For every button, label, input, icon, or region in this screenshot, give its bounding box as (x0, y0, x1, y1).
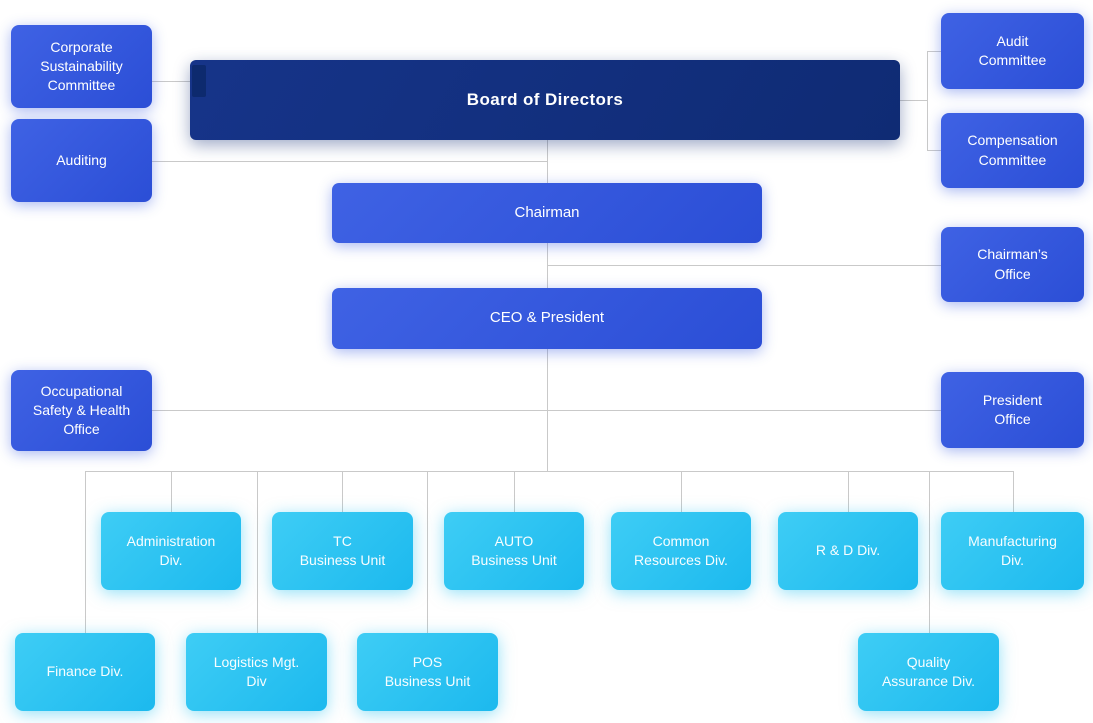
connector-division-bus (85, 471, 1013, 472)
node-manufacturing-div: Manufacturing Div. (941, 512, 1084, 590)
drop-pos-business-unit (427, 471, 428, 633)
node-auto-business-unit: AUTO Business Unit (444, 512, 584, 590)
node-president-office-label: President Office (982, 391, 1043, 427)
node-rd-div-label: R & D Div. (815, 542, 881, 559)
drop-manufacturing-div (1013, 471, 1014, 512)
drop-rd-div (848, 471, 849, 512)
connector-audit-committee-stub (927, 51, 941, 52)
connector-compensation-stub (927, 150, 941, 151)
node-compensation-committee: Compensation Committee (941, 113, 1084, 188)
node-occupational-safety-health-office-label: Occupational Safety & Health Office (32, 382, 131, 438)
drop-auto-business-unit (514, 471, 515, 512)
node-manufacturing-div-label: Manufacturing Div. (968, 532, 1057, 568)
drop-administration-div (171, 471, 172, 512)
node-board-of-directors-label: Board of Directors (466, 90, 624, 110)
node-quality-assurance-div: Quality Assurance Div. (858, 633, 999, 711)
node-pos-business-unit: POS Business Unit (357, 633, 498, 711)
drop-tc-business-unit (342, 471, 343, 512)
drop-finance-div (85, 471, 86, 633)
node-auditing: Auditing (11, 119, 152, 202)
node-tc-business-unit: TC Business Unit (272, 512, 413, 590)
node-finance-div-label: Finance Div. (46, 663, 124, 680)
node-chairmans-office-label: Chairman’s Office (977, 246, 1048, 282)
node-corporate-sustainability-committee: Corporate Sustainability Committee (11, 25, 152, 108)
connector-board-to-chairman (547, 140, 548, 183)
node-chairman-label: Chairman (514, 203, 580, 221)
node-compensation-committee-label: Compensation Committee (967, 132, 1058, 168)
drop-common-resources-div (681, 471, 682, 512)
node-corporate-sustainability-committee-label: Corporate Sustainability Committee (40, 38, 123, 94)
connector-right-riser (927, 51, 928, 150)
node-audit-committee-label: Audit Committee (978, 32, 1047, 68)
drop-logistics-mgt-div (257, 471, 258, 633)
node-common-resources-div-label: Common Resources Div. (634, 532, 728, 568)
connector-chairmans-office (547, 265, 941, 266)
connector-csc-to-board (152, 81, 190, 82)
node-common-resources-div: Common Resources Div. (611, 512, 751, 590)
node-finance-div: Finance Div. (15, 633, 155, 711)
node-administration-div: Administration Div. (101, 512, 241, 590)
node-logistics-mgt-div: Logistics Mgt. Div (186, 633, 327, 711)
connector-osh-to-president-office (152, 410, 941, 411)
node-president-office: President Office (941, 372, 1084, 448)
node-chairman: Chairman (332, 183, 762, 243)
node-audit-committee: Audit Committee (941, 13, 1084, 89)
node-ceo-president-label: CEO & President (489, 309, 605, 327)
node-auto-business-unit-label: AUTO Business Unit (471, 532, 557, 568)
node-auditing-label: Auditing (56, 151, 107, 168)
node-ceo-president: CEO & President (332, 288, 762, 349)
node-pos-business-unit-label: POS Business Unit (384, 653, 471, 689)
board-accent-mark (192, 65, 206, 97)
connector-auditing-to-center (152, 161, 547, 162)
node-board-of-directors: Board of Directors (190, 60, 900, 140)
node-logistics-mgt-div-label: Logistics Mgt. Div (213, 653, 300, 689)
node-quality-assurance-div-label: Quality Assurance Div. (881, 653, 976, 689)
connector-board-to-right-riser (900, 100, 927, 101)
node-administration-div-label: Administration Div. (126, 532, 216, 568)
node-chairmans-office: Chairman’s Office (941, 227, 1084, 302)
drop-quality-assurance-div (929, 471, 930, 633)
node-occupational-safety-health-office: Occupational Safety & Health Office (11, 370, 152, 451)
node-rd-div: R & D Div. (778, 512, 918, 590)
node-tc-business-unit-label: TC Business Unit (299, 532, 386, 568)
